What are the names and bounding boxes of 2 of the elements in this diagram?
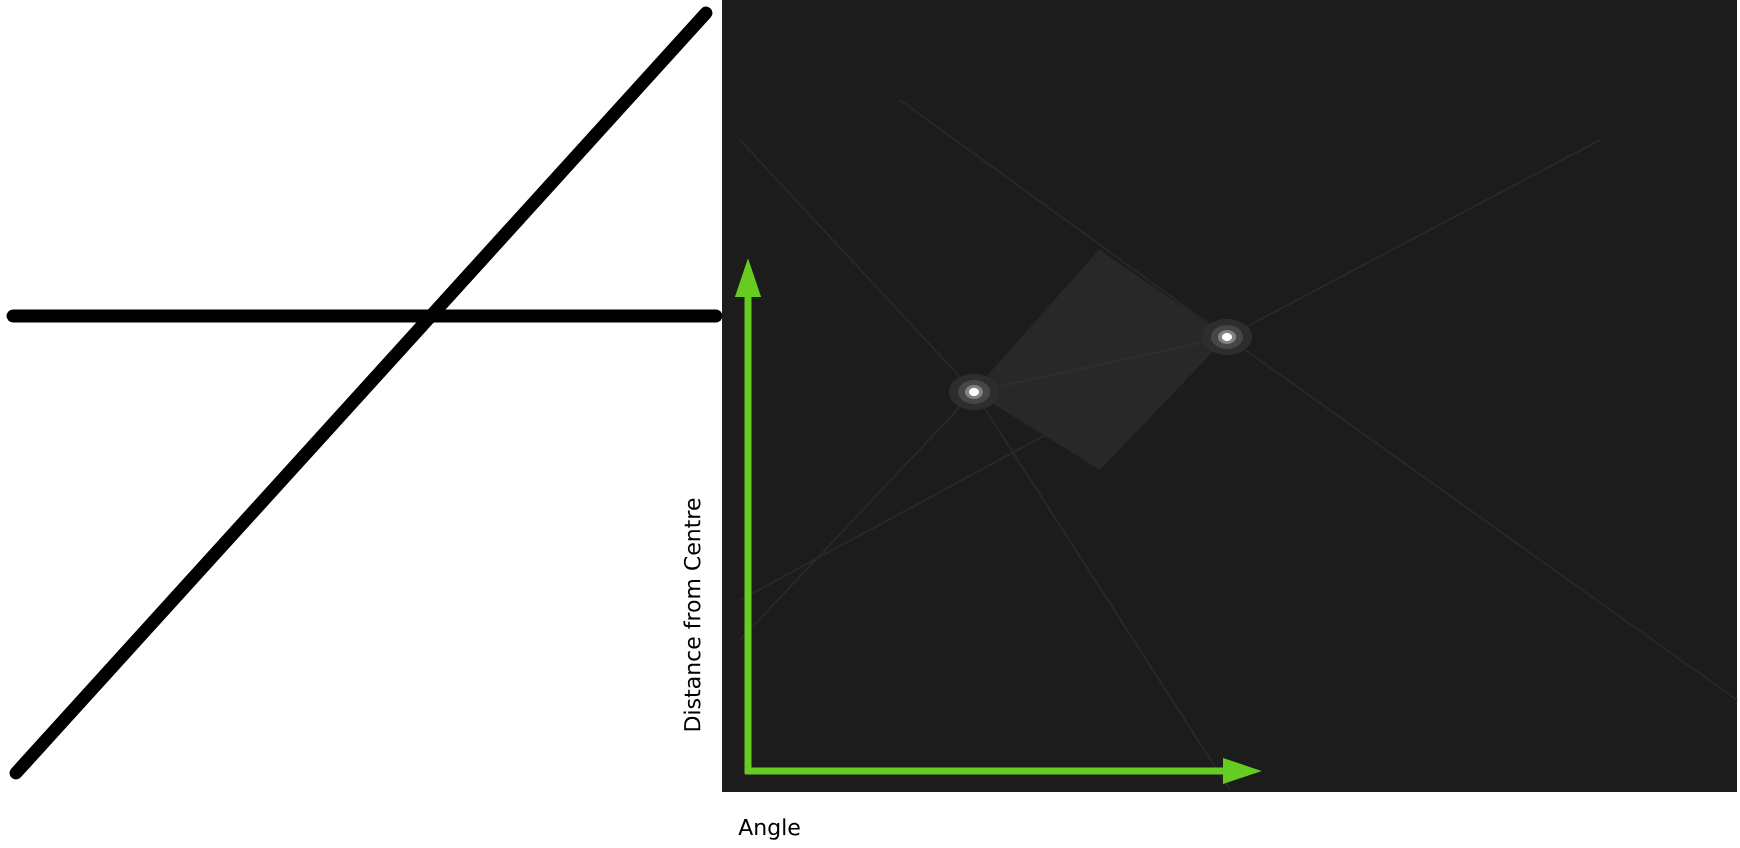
axis-label: Distance from Centre [683, 498, 701, 731]
axis-label: Angle [738, 818, 800, 840]
